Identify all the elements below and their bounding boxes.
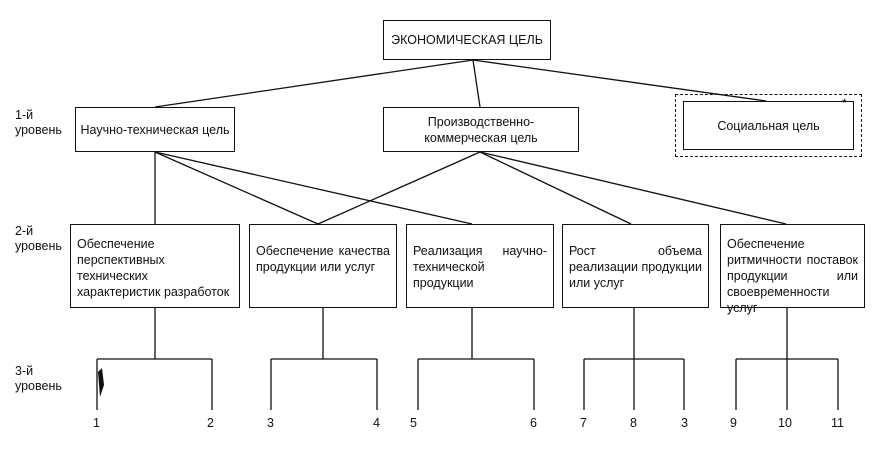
economic-goal-box: ЭКОНОМИЧЕСКАЯ ЦЕЛЬ xyxy=(383,20,551,60)
leaf-number: 1 xyxy=(93,416,100,430)
leaf-number: 2 xyxy=(207,416,214,430)
level-1-number: 1-й xyxy=(15,108,34,122)
scientific-technical-goal-box: Научно-техническая цель xyxy=(75,107,235,152)
level-3-label: 3-й уровень xyxy=(15,364,62,394)
level-3-word: уровень xyxy=(15,379,62,393)
level-2-word: уровень xyxy=(15,239,62,253)
level2-box-characteristics: Обеспечение перспективных технических ха… xyxy=(70,224,240,308)
social-goal-dashed-frame xyxy=(675,94,862,157)
leaf-number: 11 xyxy=(831,416,844,430)
level-1-label: 1-й уровень xyxy=(15,108,62,138)
leaf-number: 4 xyxy=(373,416,380,430)
social-goal-box: Социальная цель xyxy=(683,101,854,150)
level2-box-volume-growth: Рост объема реализации продукции или усл… xyxy=(562,224,709,308)
leaf-number: 6 xyxy=(530,416,537,430)
leaf-number: 3 xyxy=(267,416,274,430)
level2-box-sales-scitech: Реализация научно-технической продукции xyxy=(406,224,554,308)
leaf-number: 9 xyxy=(730,416,737,430)
asterisk-mark: * xyxy=(842,96,847,110)
level2-box-quality: Обеспечение качества продукции или услуг xyxy=(249,224,397,308)
level-3-number: 3-й xyxy=(15,364,34,378)
leaf-number: 3 xyxy=(681,416,688,430)
leaf-number: 5 xyxy=(410,416,417,430)
level-2-label: 2-й уровень xyxy=(15,224,62,254)
level-2-number: 2-й xyxy=(15,224,34,238)
level2-box-rhythmic-supply: Обеспечение ритмичности поставок продукц… xyxy=(720,224,865,315)
production-commercial-goal-box: Производственно-коммерческая цель xyxy=(383,107,579,152)
level-1-word: уровень xyxy=(15,123,62,137)
leaf-number: 7 xyxy=(580,416,587,430)
leaf-number: 8 xyxy=(630,416,637,430)
leaf-number: 10 xyxy=(778,416,792,430)
scan-mark xyxy=(98,368,104,397)
